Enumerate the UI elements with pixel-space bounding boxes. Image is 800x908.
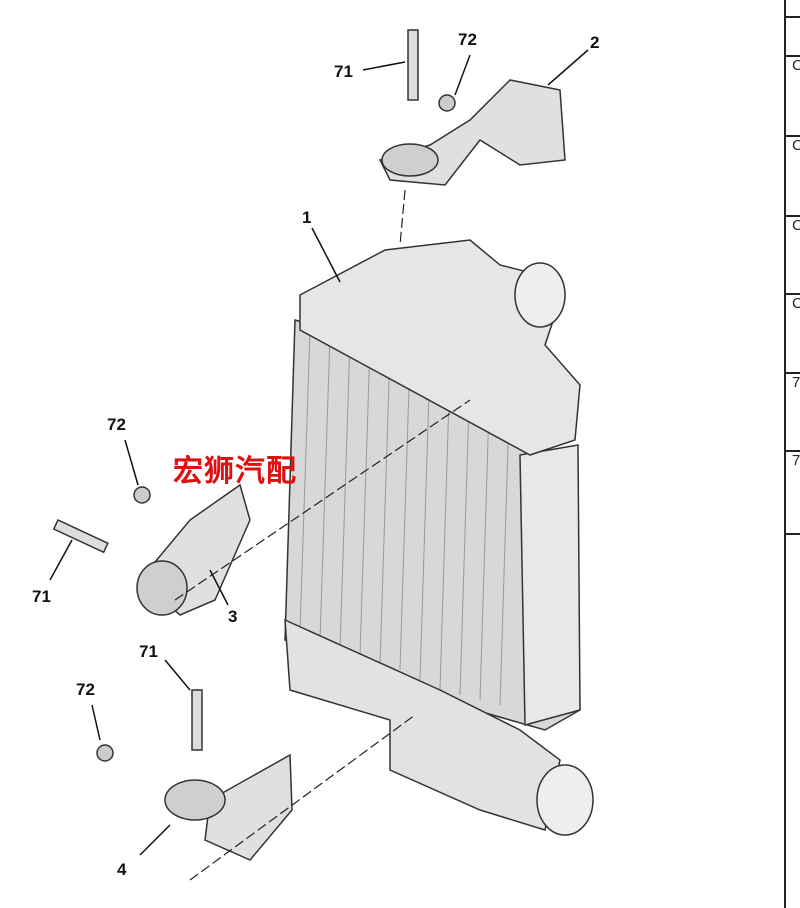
washer-72-left xyxy=(133,486,151,504)
callout-part-3: 3 xyxy=(228,607,238,626)
table-row: C xyxy=(786,215,800,293)
table-row: 7 xyxy=(786,450,800,535)
callout-washer-72-left: 72 xyxy=(107,415,126,434)
callout-bolt-71-left: 71 xyxy=(32,587,51,606)
callout-part-4: 4 xyxy=(117,860,127,879)
watermark: 宏狮汽配 xyxy=(173,454,297,489)
upper-outlet-pipe xyxy=(514,262,566,328)
intercooler-exploded-diagram xyxy=(49,29,594,881)
parts-table: C C C C 7 7 xyxy=(784,0,800,908)
washer-72-bottom xyxy=(96,744,114,762)
callout-washer-72-bottom: 72 xyxy=(76,680,95,699)
table-header-divider xyxy=(786,16,800,18)
table-row: C xyxy=(786,55,800,135)
bolt-71-left xyxy=(52,519,109,554)
lower-outlet-pipe xyxy=(536,764,594,836)
washer-72-top xyxy=(438,94,456,112)
callout-part-1: 1 xyxy=(302,208,312,227)
callout-washer-72-top: 72 xyxy=(458,30,477,49)
callout-part-2: 2 xyxy=(590,33,600,52)
callout-bolt-71-top: 71 xyxy=(334,62,353,81)
table-row: C xyxy=(786,135,800,215)
lower-tank xyxy=(284,618,561,831)
callout-bolt-71-bottom: 71 xyxy=(139,642,158,661)
bolt-71-top xyxy=(407,29,419,101)
bolt-71-bottom xyxy=(191,689,203,751)
table-row: 7 xyxy=(786,372,800,450)
table-row: C xyxy=(786,293,800,372)
bracket-4 xyxy=(204,753,293,861)
